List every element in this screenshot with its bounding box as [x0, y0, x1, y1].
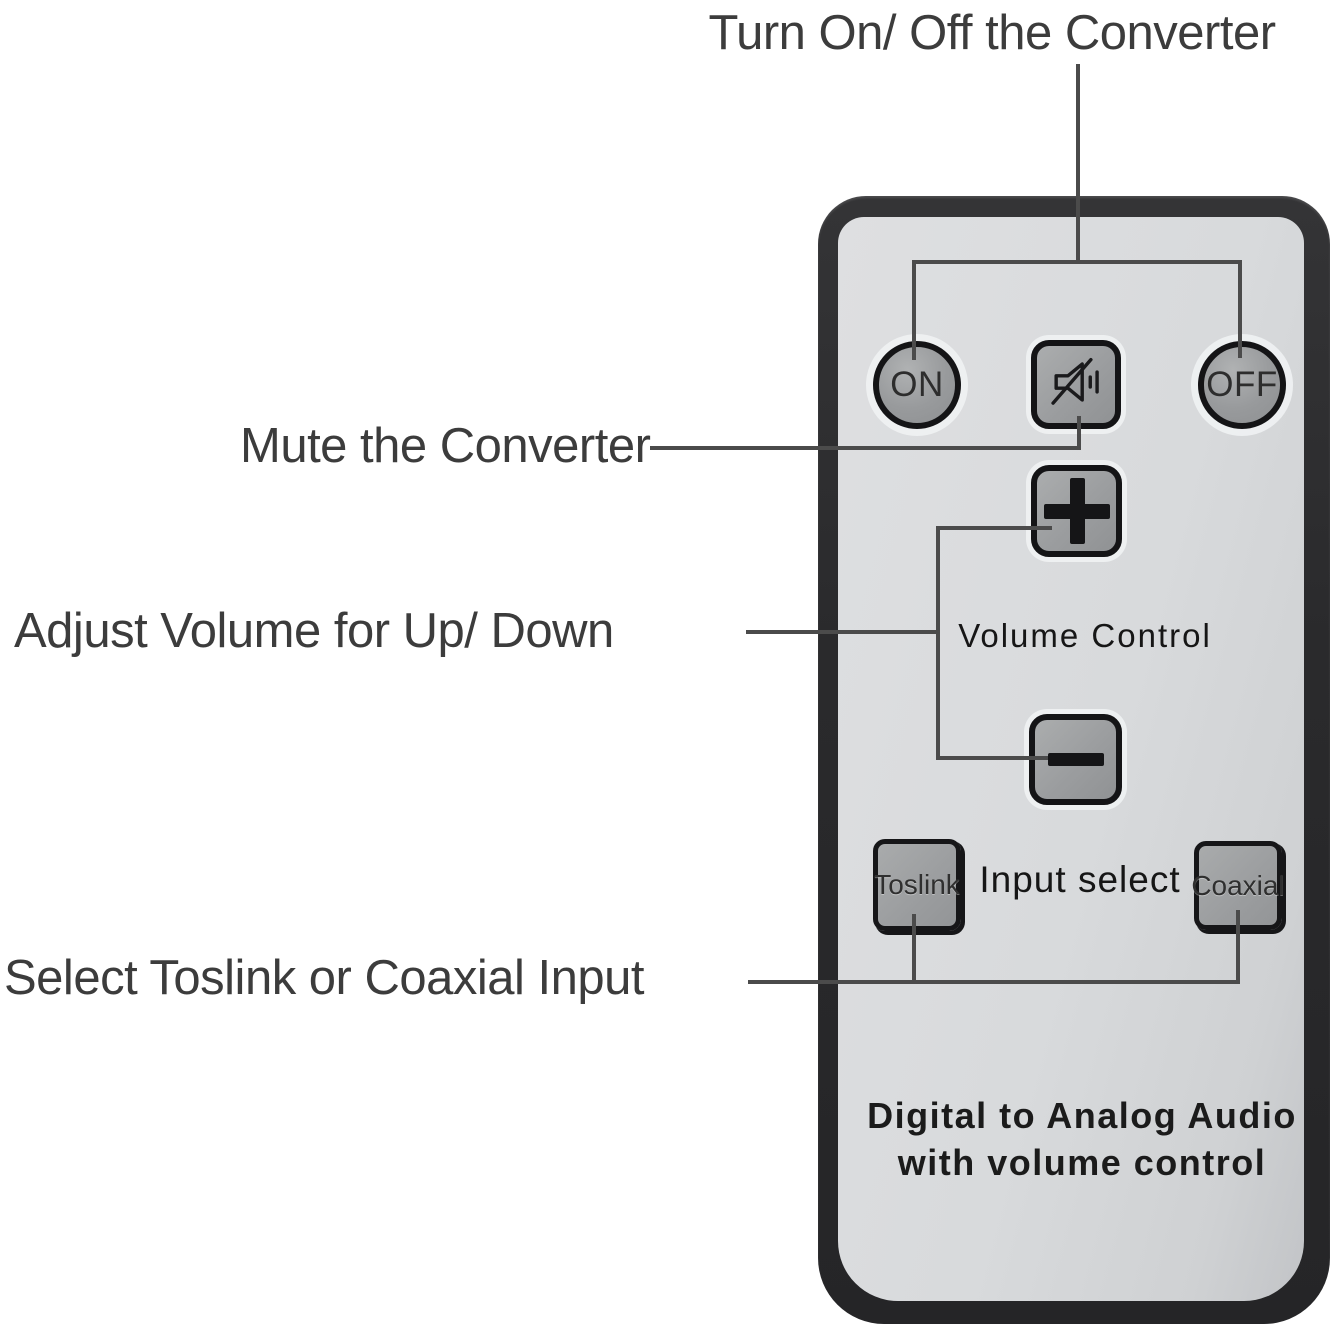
label-input: Select Toslink or Coaxial Input: [4, 951, 645, 1005]
callout-line-power-drop: [1076, 64, 1080, 264]
toslink-button[interactable]: Toslink: [873, 839, 961, 931]
off-button-label: OFF: [1206, 365, 1278, 404]
volume-up-button[interactable]: [1031, 465, 1122, 557]
coaxial-button-label: Coaxial: [1191, 869, 1285, 901]
label-volume: Adjust Volume for Up/ Down: [14, 604, 614, 658]
callout-line-to-off-button: [1238, 260, 1242, 358]
callout-line-volume: [746, 630, 940, 634]
callout-line-to-coaxial-button: [1236, 910, 1240, 984]
toslink-button-label: Toslink: [874, 869, 960, 900]
callout-line-power-bracket: [912, 260, 1242, 264]
brand-line2: with volume control: [897, 1142, 1267, 1183]
on-button-label: ON: [890, 365, 944, 404]
brand-text: Digital to Analog Audio with volume cont…: [852, 1092, 1312, 1186]
brand-line1: Digital to Analog Audio: [867, 1095, 1297, 1136]
coaxial-button[interactable]: Coaxial: [1191, 841, 1285, 930]
volume-control-label: Volume Control: [958, 617, 1212, 654]
label-power: Turn On/ Off the Converter: [708, 6, 1276, 60]
callout-line-to-plus-button: [936, 526, 1052, 530]
plus-icon: [1042, 476, 1112, 546]
callout-line-mute-drop: [1077, 416, 1081, 450]
callout-line-input: [748, 980, 1240, 984]
off-button[interactable]: OFF: [1198, 341, 1286, 429]
label-mute: Mute the Converter: [240, 419, 651, 473]
callout-line-mute: [650, 446, 1081, 450]
input-select-label: Input select: [979, 859, 1181, 900]
callout-line-to-on-button: [912, 260, 916, 360]
mute-button[interactable]: [1031, 340, 1121, 429]
callout-line-volume-bracket: [936, 526, 940, 760]
callout-line-to-minus-button: [936, 756, 1048, 760]
on-button[interactable]: ON: [873, 341, 961, 429]
callout-line-to-toslink-button: [912, 914, 916, 984]
minus-icon: [1047, 753, 1104, 766]
muted-speaker-icon: [1045, 351, 1107, 418]
